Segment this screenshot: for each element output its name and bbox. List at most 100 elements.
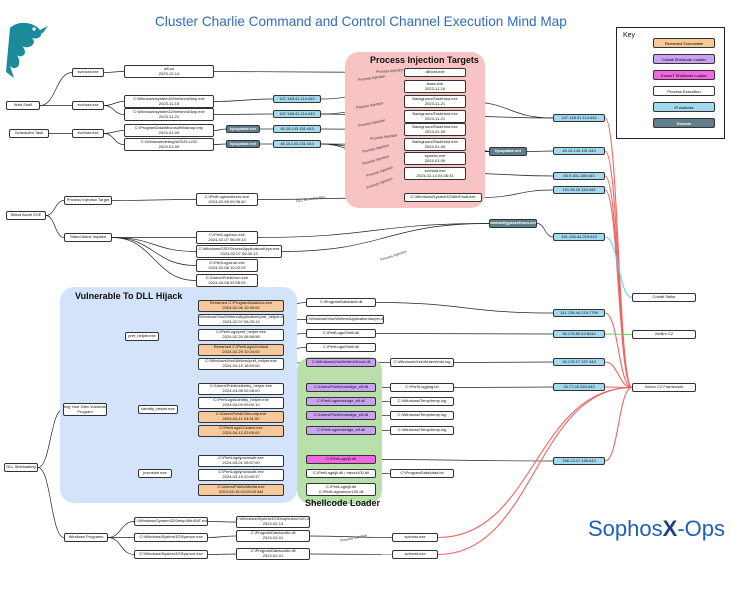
node-text: Program bbox=[77, 408, 93, 414]
injection-region-label: Process Injection Targets bbox=[370, 55, 479, 65]
edge-wp3-wp3b bbox=[207, 553, 237, 555]
node-text: C:\Windows\Vss\Writers\Application\swprv… bbox=[306, 316, 384, 322]
node-inj-gpupdate: C:\Windows\System32\WerFault.exe bbox=[404, 193, 482, 202]
node-text: svchost.exe bbox=[404, 551, 426, 557]
node-proc-inj-target: Process Injection Target bbox=[64, 196, 112, 205]
node-text: C:\Windows\System32\Setup\WinSAT.exe bbox=[134, 518, 208, 524]
node-text: C:\Windows\debug\WSUS.LOG bbox=[140, 138, 198, 144]
node-text: 45.77.49.240:443 bbox=[563, 383, 595, 389]
node-text: Cobalt Strike bbox=[652, 294, 676, 300]
node-text: C:\PerfLogs\msiexec.exe bbox=[204, 193, 250, 199]
edge-dom_mid-ip_r2 bbox=[526, 150, 554, 152]
node-w3wp-a: svchost.exe bbox=[72, 68, 104, 77]
node-text: C:\Windows\Vss\Writers\Application\pref_… bbox=[198, 314, 284, 320]
node-text: 198.13.47.158:443 bbox=[562, 457, 596, 463]
legend-process-exec: Process Execution bbox=[653, 86, 715, 96]
node-text: C:\Windows\System32\Sysmon.exe bbox=[139, 534, 203, 540]
node-lg1: C:\Windows\Vss\Writers\Info.log bbox=[390, 358, 454, 367]
node-text: C:\Users\Public\run.exe bbox=[205, 274, 248, 280]
node-text: C:\PerfLogs\jli.dll bbox=[325, 456, 356, 462]
node-text: Scheduled Task bbox=[14, 130, 44, 136]
edge-ip_r8-havoc bbox=[604, 361, 633, 389]
node-text: Stand Alone Implant bbox=[70, 234, 106, 240]
node-text: C:\Windows\System32\Setup\msvcr100.dll bbox=[236, 516, 310, 522]
dll-hijack-region-label: Vulnerable To DLL Hijack bbox=[75, 291, 183, 301]
node-text: C:\Windows\System32\Sysmon.exe bbox=[139, 551, 203, 557]
node-text: 2024-01-09 bbox=[424, 143, 446, 149]
node-text: C:\PerfLogs\jli.dll bbox=[325, 483, 356, 489]
node-text: 2024-02-07 06:25:13 bbox=[222, 319, 260, 324]
node-text: Renamed C:\ProgramData\doc.exe bbox=[209, 300, 273, 306]
legend-title: Key bbox=[623, 32, 636, 39]
edge-sl1-ip_r6 bbox=[375, 302, 554, 314]
node-text: lsass.exe bbox=[426, 80, 444, 86]
node-ip-r3: 45.9.151.185:443 bbox=[553, 172, 605, 180]
node-standalone-implant: Stand Alone Implant bbox=[64, 233, 112, 242]
node-text: 191.106.44.219:443 bbox=[561, 233, 597, 239]
edge-wp_svc2-havoc bbox=[437, 386, 633, 556]
node-ip-r5: 191.106.44.219:443 bbox=[553, 233, 605, 241]
edge-standalone_implant-sa_perf4 bbox=[111, 237, 197, 266]
node-lg4: C:\Windows\Temp\temp.log bbox=[390, 411, 454, 420]
node-ip-r1: 107.148.41.114:443 bbox=[553, 114, 605, 122]
edge-wp2-wp2b bbox=[207, 535, 237, 538]
node-text: BackgroundTaskHost.exe bbox=[412, 123, 458, 129]
node-text: C:\PerfLogs\Context.exe bbox=[219, 425, 263, 431]
node-text: 2024-04-08 02:08:20 bbox=[208, 279, 246, 285]
node-text: 2024-03-01 08:57:00 bbox=[222, 460, 260, 465]
node-text: C:\ProgramData\data.txt bbox=[400, 470, 444, 476]
node-text: 2024-02-20 08:58:58 bbox=[222, 334, 260, 339]
node-text: C:\Windows\SSDS\csrss\ApplicationKeys.ex… bbox=[198, 245, 280, 251]
node-text: 45.9.151.185:443 bbox=[563, 172, 595, 178]
page-title: Cluster Charlie Command and Control Chan… bbox=[155, 14, 567, 29]
node-sl10: C:\PerfLogs\jli.dll bbox=[306, 455, 376, 464]
node-sl1: C:\ProgramData\dwrt.dll bbox=[306, 298, 376, 307]
node-text: XieBro C2 bbox=[654, 331, 674, 337]
node-standalone: Stand Alone EXE bbox=[6, 211, 46, 220]
node-text: 2024-04-15 04:00:00 AM bbox=[218, 489, 264, 494]
node-text: C:\Users\Public\msedge_elf.dll bbox=[313, 412, 369, 418]
node-text: C:\PerfLogs\pref_helper.exe bbox=[216, 329, 266, 335]
node-text: hjsupdate.net bbox=[229, 140, 256, 146]
edge-wp3b-wp_svc2 bbox=[309, 553, 393, 555]
node-ip-r4: 191.96.20.115:443 bbox=[553, 186, 605, 194]
node-w3wp-c: svchost.exe bbox=[72, 129, 104, 138]
node-lg5: C:\Windows\Temp\temp.log bbox=[390, 426, 454, 435]
node-text: C:\ProgramData\sodtc.dll bbox=[250, 548, 296, 554]
node-text: 2024-04-15 18:53:00 bbox=[222, 363, 260, 368]
node-text: pref_helper.exe bbox=[128, 333, 156, 339]
node-text: 141.136.44.219:7799 bbox=[560, 309, 598, 315]
edge-dll_side-byov bbox=[37, 409, 64, 468]
edge-standalone-standalone_implant bbox=[45, 215, 65, 238]
node-text: C:\Windows\System32\WerFault.exe bbox=[410, 194, 476, 200]
node-text: C:\PerfLogs\jmcnsole.exe bbox=[218, 455, 264, 461]
sophos-xops-logo: SophosX-Ops bbox=[588, 516, 725, 541]
edge-lg2-ip_r9 bbox=[453, 386, 554, 388]
edge-w3wp_c-prog_flash bbox=[103, 130, 125, 134]
node-text: 191.96.20.115:443 bbox=[562, 186, 596, 192]
edge-win_log-dom_b bbox=[213, 143, 227, 145]
edge-ip_r7-xiebro bbox=[604, 333, 633, 336]
node-pref-helper: pref_helper.exe bbox=[125, 332, 159, 341]
node-text: 45.15.143.151:443 bbox=[562, 147, 596, 153]
node-text: C:\PerfLogs\svc.exe bbox=[209, 231, 245, 237]
edge-sl10-ip_r10 bbox=[375, 459, 554, 462]
legend-ip-address: IP Address bbox=[653, 102, 715, 112]
node-text: 107.148.41.114:443 bbox=[279, 110, 315, 116]
edge-proc_inj_target-sa_perf1 bbox=[111, 199, 197, 201]
dragon-logo bbox=[6, 22, 48, 78]
legend-domain: Domain bbox=[653, 118, 715, 128]
node-text: C:\PerfLogs\Shell.dll bbox=[322, 330, 360, 336]
